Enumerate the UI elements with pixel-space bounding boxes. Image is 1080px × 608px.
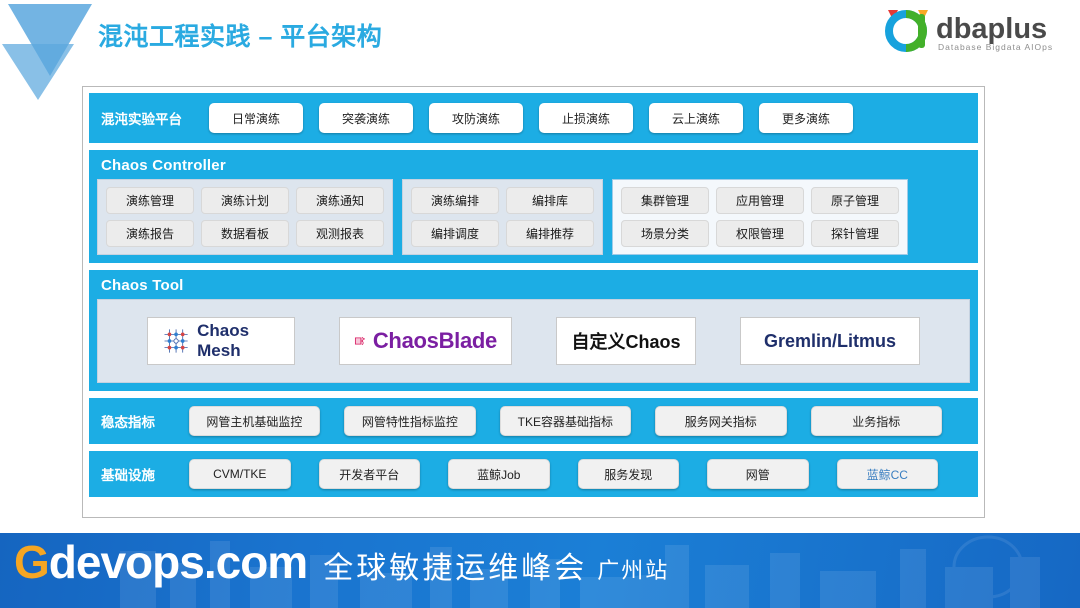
controller-chip[interactable]: 权限管理 xyxy=(716,220,804,247)
platform-item[interactable]: 云上演练 xyxy=(649,103,743,133)
summit-name: 全球敏捷运维峰会 xyxy=(323,552,588,585)
gdevops-wordmark: Gdevops.com xyxy=(14,536,308,588)
page-title: 混沌工程实践 – 平台架构 xyxy=(98,23,383,51)
metrics-item[interactable]: 服务网关指标 xyxy=(655,406,787,436)
infrastructure-item[interactable]: CVM/TKE xyxy=(189,459,291,489)
dbaplus-logo: dbaplus Database Bigdata AIOps xyxy=(885,10,1053,52)
controller-chip[interactable]: 编排调度 xyxy=(411,220,499,247)
controller-chip[interactable]: 演练编排 xyxy=(411,187,499,214)
svg-text:dbaplus: dbaplus xyxy=(936,13,1047,45)
gdevops-site: devops.com xyxy=(48,536,308,588)
infrastructure-item[interactable]: 网管 xyxy=(707,459,809,489)
slide-header: 混沌工程实践 – 平台架构 dbaplus Database Bigdata A… xyxy=(0,0,1080,100)
controller-chip[interactable]: 演练计划 xyxy=(201,187,289,214)
controller-chip[interactable]: 编排推荐 xyxy=(506,220,594,247)
tool-card-chaos-mesh[interactable]: Chaos Mesh xyxy=(147,317,295,365)
controller-chip[interactable]: 应用管理 xyxy=(716,187,804,214)
metrics-item[interactable]: 业务指标 xyxy=(810,406,943,436)
platform-item[interactable]: 更多演练 xyxy=(759,103,853,133)
platform-band-label: 混沌实验平台 xyxy=(101,112,182,127)
controller-chip[interactable]: 原子管理 xyxy=(811,187,899,214)
controller-chip[interactable]: 演练管理 xyxy=(106,187,194,214)
infrastructure-item[interactable]: 蓝鲸Job xyxy=(448,459,550,489)
controller-group-management: 演练管理 演练计划 演练通知 演练报告 数据看板 观测报表 xyxy=(97,179,393,255)
controller-chip[interactable]: 演练通知 xyxy=(296,187,384,214)
controller-chip[interactable]: 数据看板 xyxy=(201,220,289,247)
chaos-tool-title: Chaos Tool xyxy=(101,277,184,294)
gdevops-initial: G xyxy=(14,536,50,588)
infrastructure-item[interactable]: 开发者平台 xyxy=(318,459,421,489)
infrastructure-band: 基础设施 CVM/TKE 开发者平台 蓝鲸Job 服务发现 网管 蓝鲸CC xyxy=(89,451,978,497)
infrastructure-item[interactable]: 蓝鲸CC xyxy=(836,459,939,489)
infrastructure-item[interactable]: 服务发现 xyxy=(577,459,680,489)
controller-group-resources: 集群管理 应用管理 原子管理 场景分类 权限管理 探针管理 xyxy=(612,179,908,255)
tool-card-custom-chaos[interactable]: 自定义Chaos xyxy=(556,317,696,365)
metrics-item[interactable]: TKE容器基础指标 xyxy=(499,406,632,436)
metrics-band: 稳态指标 网管主机基础监控 网管特性指标监控 TKE容器基础指标 服务网关指标 … xyxy=(89,398,978,444)
controller-chip[interactable]: 观测报表 xyxy=(296,220,384,247)
infrastructure-band-label: 基础设施 xyxy=(101,468,155,483)
metrics-item[interactable]: 网管特性指标监控 xyxy=(344,406,476,436)
controller-group-orchestration: 演练编排 编排库 编排调度 编排推荐 xyxy=(402,179,603,255)
controller-chip[interactable]: 探针管理 xyxy=(811,220,899,247)
architecture-diagram: 混沌实验平台 日常演练 突袭演练 攻防演练 止损演练 云上演练 更多演练 Cha… xyxy=(82,86,985,518)
platform-item[interactable]: 日常演练 xyxy=(209,103,303,133)
tool-card-label: 自定义Chaos xyxy=(571,332,681,352)
summit-city: 广州站 xyxy=(597,558,670,583)
platform-item[interactable]: 突袭演练 xyxy=(319,103,413,133)
metrics-band-label: 稳态指标 xyxy=(101,415,155,430)
svg-text:Database Bigdata AIOps: Database Bigdata AIOps xyxy=(938,42,1053,52)
tool-card-label: ChaosBlade xyxy=(372,328,497,353)
tool-card-gremlin-litmus[interactable]: Gremlin/Litmus xyxy=(740,317,920,365)
event-footer: Gdevops.com 全球敏捷运维峰会 广州站 xyxy=(0,533,1080,608)
tool-card-chaosblade[interactable]: ChaosBlade xyxy=(339,317,512,365)
chaos-tool-section: Chaos Tool xyxy=(89,270,978,391)
tool-card-label: Chaos Mesh xyxy=(197,321,250,360)
platform-item[interactable]: 止损演练 xyxy=(539,103,633,133)
skyline-decoration xyxy=(120,535,1040,608)
chaosblade-icon xyxy=(354,336,365,346)
chaos-controller-title: Chaos Controller xyxy=(101,157,226,174)
chaos-controller-section: Chaos Controller 演练管理 演练计划 演练通知 演练报告 数据看… xyxy=(89,150,978,263)
tool-card-label: Gremlin/Litmus xyxy=(763,330,897,351)
controller-chip[interactable]: 演练报告 xyxy=(106,220,194,247)
metrics-item[interactable]: 网管主机基础监控 xyxy=(188,406,321,436)
platform-band: 混沌实验平台 日常演练 突袭演练 攻防演练 止损演练 云上演练 更多演练 xyxy=(89,93,978,143)
triangle-logo-icon xyxy=(2,4,92,100)
controller-chip[interactable]: 场景分类 xyxy=(621,220,709,247)
controller-chip[interactable]: 集群管理 xyxy=(621,187,709,214)
platform-item[interactable]: 攻防演练 xyxy=(429,103,523,133)
controller-chip[interactable]: 编排库 xyxy=(506,187,594,214)
chaos-mesh-icon xyxy=(164,329,188,353)
